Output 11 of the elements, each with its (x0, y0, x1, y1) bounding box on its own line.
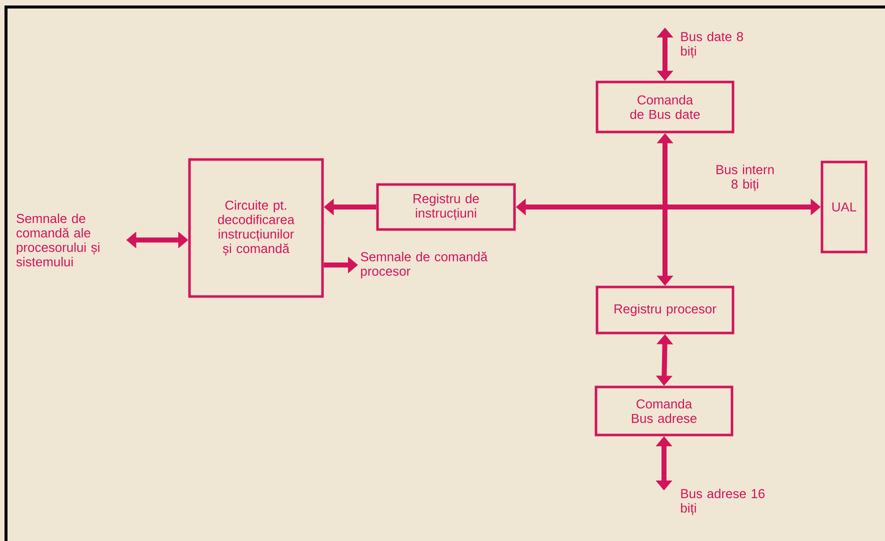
process-box: UAL (820, 160, 868, 254)
signal-label: Semnale de comandă procesor (360, 252, 488, 278)
process-box: Registru procesor (596, 286, 734, 334)
signal-label: Semnale de comandă ale procesorului și sistemului (16, 214, 100, 266)
bus-label: Bus adrese 16 biți (681, 488, 765, 516)
process-box: Comanda de Bus date (596, 80, 734, 134)
process-box: Registru de instrucțiuni (376, 183, 516, 231)
process-box: Comanda Bus adrese (594, 386, 734, 436)
edge-label: Bus intern 8 biți (704, 164, 786, 192)
process-box: Circuite pt. decodificarea instrucțiunilor și comandă (188, 158, 324, 298)
bus-label: Bus date 8 biți (681, 32, 743, 58)
